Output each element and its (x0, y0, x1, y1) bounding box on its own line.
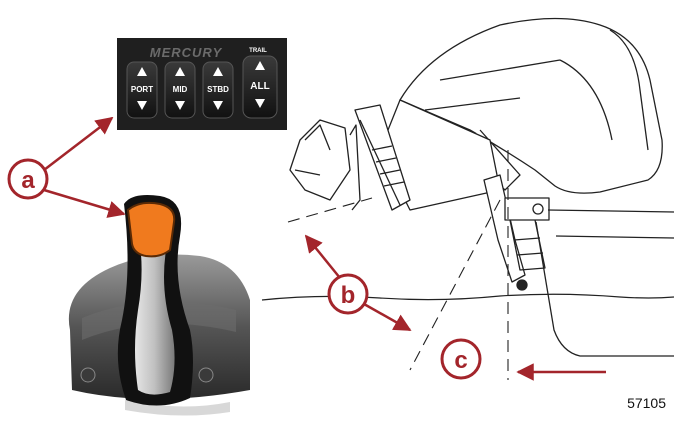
stbd-button[interactable]: STBD (203, 62, 233, 118)
port-button-label: PORT (131, 85, 153, 94)
all-button[interactable]: ALL (243, 56, 277, 118)
base-screw (199, 368, 213, 382)
panel-small-label: TRAIL (249, 48, 267, 54)
mid-button-label: MID (173, 85, 188, 94)
tilt-pin (517, 280, 527, 290)
arrow-b-to-shaft (306, 236, 340, 278)
stbd-button-label: STBD (207, 85, 229, 94)
boat-hull (536, 210, 674, 356)
arrow-b-to-angle (364, 304, 410, 330)
callout-c: c (442, 340, 480, 378)
panel-brand-logo: MERCURY (150, 45, 223, 60)
callout-c-label: c (454, 347, 467, 374)
arrow-a-to-lever (44, 190, 124, 214)
outboard-engine (290, 19, 662, 291)
arrow-a-to-panel (44, 118, 112, 170)
port-button[interactable]: PORT (127, 62, 157, 118)
all-button-label: ALL (250, 81, 269, 92)
figure-number: 57105 (627, 395, 666, 411)
callout-a-label: a (21, 167, 35, 194)
callout-a: a (9, 160, 47, 198)
mid-button[interactable]: MID (165, 62, 195, 118)
trim-switch-button[interactable] (128, 203, 174, 257)
remote-control-lever (69, 195, 250, 416)
trim-control-panel: MERCURY TRAIL PORT MID STBD ALL (117, 38, 287, 130)
base-screw (81, 368, 95, 382)
callout-b-label: b (341, 282, 356, 309)
waterline (262, 294, 674, 300)
callout-b: b (329, 275, 367, 313)
propeller (290, 120, 350, 200)
